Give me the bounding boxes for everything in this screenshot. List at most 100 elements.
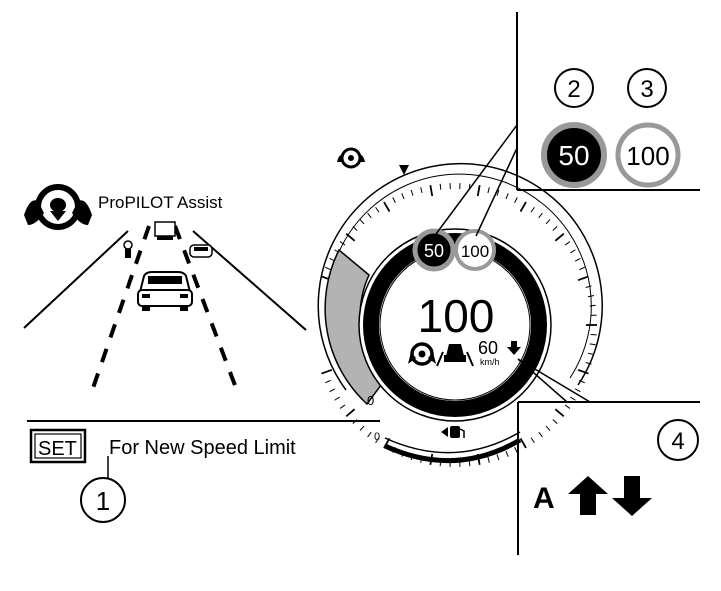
gauge-tick <box>325 379 331 384</box>
main-speed: 100 <box>418 290 495 342</box>
gauge-tick <box>339 241 346 246</box>
gauge-tick <box>554 408 565 417</box>
gauge-tick <box>334 396 340 401</box>
gauge-tick <box>554 233 565 242</box>
gauge-tick <box>476 185 481 197</box>
callout-3-circle <box>627 68 667 108</box>
road-scene: ProPILOT Assist <box>23 184 307 389</box>
gauge-tick <box>401 193 405 200</box>
sign-new-large <box>615 122 681 188</box>
set-notice-text: For New Speed Limit <box>109 437 296 459</box>
road-edge-left <box>23 230 129 329</box>
sign-new-small-value: 100 <box>461 242 489 261</box>
lane-divider-left <box>91 225 151 389</box>
callout-2-circle <box>554 68 594 108</box>
gauge-tick <box>585 285 592 288</box>
propilot-title: ProPILOT Assist <box>98 193 223 212</box>
lane-divider-right <box>173 225 238 389</box>
gauge-tick <box>538 431 543 438</box>
callout-4-label: 4 <box>671 428 684 455</box>
gauge-tick <box>339 404 346 409</box>
steering-assist-icon <box>24 184 92 230</box>
adjacent-car-icon <box>189 244 213 258</box>
fuel-gauge-outer <box>384 431 521 454</box>
gauge-tick <box>496 189 500 196</box>
gauge-tick <box>375 437 380 444</box>
gauge-tick <box>383 201 391 213</box>
gauge-tick <box>367 212 372 219</box>
motorcycle-icon <box>123 240 133 258</box>
gauge-tick <box>392 197 396 203</box>
gauge-black-ring <box>363 233 547 417</box>
gauge-tick <box>505 450 509 457</box>
gauge-tick <box>429 185 434 197</box>
gauge-top-pointer <box>399 165 409 175</box>
gauge-tick <box>359 219 365 225</box>
gauge-tick <box>514 447 518 453</box>
fuel-zero-label: 0 <box>374 431 380 443</box>
callout-3-label: 3 <box>640 76 653 103</box>
gauge-tick <box>574 388 581 393</box>
gauge-tick <box>420 187 423 194</box>
gauge-tick <box>574 257 581 262</box>
gauge-tick <box>487 187 490 194</box>
lead-vehicle-icon <box>137 271 193 311</box>
set-badge-inner <box>34 433 82 459</box>
inset-arrows-leader <box>517 358 591 403</box>
gauge-tick <box>577 368 589 375</box>
gauge-tick <box>375 206 380 213</box>
inset-leader-2 <box>475 147 518 237</box>
gauge-tick <box>564 241 571 246</box>
gauge-outer-rim <box>317 162 603 391</box>
fuel-icon <box>441 426 465 438</box>
speed-down-indicator-icon <box>507 341 521 355</box>
steering-status-icon <box>408 342 436 366</box>
gauge-tick <box>410 189 414 196</box>
gauge-tick <box>570 396 576 401</box>
gauge-tick <box>359 425 365 431</box>
gauge-tick <box>487 456 490 463</box>
gauge-zero-label: 0 <box>367 393 374 408</box>
inset-leader-1 <box>435 124 518 235</box>
callout-2-label: 2 <box>567 76 580 103</box>
gauge-tick <box>367 431 372 438</box>
gauge-tick <box>329 388 336 393</box>
gauge-tick <box>345 408 356 417</box>
arrow-up-icon <box>568 476 608 515</box>
gauge-tick <box>530 437 535 444</box>
steering-indicator-icon <box>337 147 365 169</box>
gauge-tick <box>496 454 500 461</box>
callout-1-label: 1 <box>96 486 110 516</box>
sign-current-large-value: 50 <box>558 140 589 171</box>
gauge-tick <box>579 266 585 271</box>
arrows-label: A <box>533 482 555 515</box>
sign-current-small-value: 50 <box>424 241 444 261</box>
gauge-tick <box>439 183 442 190</box>
gauge-tick <box>505 193 509 200</box>
gauge-tick <box>352 419 358 425</box>
speed-gauge: 50 100 100 60 km/h 0 0 <box>317 147 603 467</box>
gauge-tick <box>345 233 356 242</box>
gauge-tick <box>514 197 518 203</box>
truck-icon <box>154 221 176 240</box>
gauge-tick <box>552 225 558 231</box>
sign-new-small <box>454 229 496 271</box>
callout-1-circle <box>80 477 126 523</box>
gauge-tick <box>589 343 596 346</box>
arrow-down-icon <box>612 476 652 516</box>
inset-arrows: 4 A <box>517 358 700 555</box>
gauge-tick <box>530 206 535 213</box>
gauge-tick <box>589 304 596 307</box>
set-badge-box <box>29 428 87 464</box>
lead-car-status-icon <box>436 344 474 367</box>
gauge-tick <box>552 419 558 425</box>
gauge-tick <box>570 249 576 254</box>
callout-4-circle <box>657 419 699 461</box>
gauge-tick <box>538 212 543 219</box>
gauge-tick <box>545 219 551 225</box>
gauge-tick <box>519 201 527 213</box>
sign-current-small <box>412 228 456 272</box>
set-speed: 60 <box>478 338 498 358</box>
gauge-tick <box>577 275 589 282</box>
